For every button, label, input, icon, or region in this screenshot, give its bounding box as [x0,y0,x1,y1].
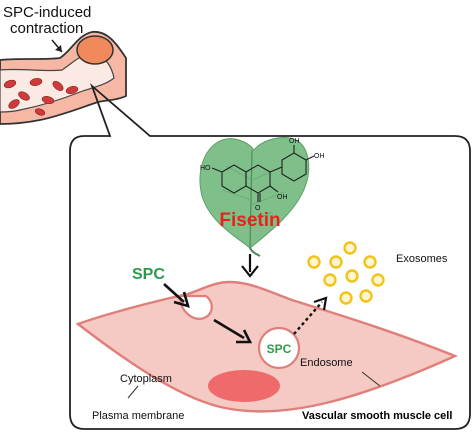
atom-label-oh-right: OH [314,153,325,160]
exocytosis-dotted-arrow [293,301,323,335]
nucleus [208,370,280,402]
blood-vessel-illustration: SPC-induced contraction [0,4,127,125]
spc-entry-arrow [163,283,185,303]
exosome [323,273,337,287]
fisetin-leaf [199,137,310,257]
leaf-stem [249,247,261,257]
fisetin-down-arrowhead [241,265,259,278]
endosome-spc-label: SPC [267,342,292,356]
exosome [371,273,385,287]
atom-label-ho-left: HO [200,165,211,172]
contraction-bulge [76,35,114,65]
fisetin-label: Fisetin [219,210,280,231]
red-blood-cells [3,78,79,116]
leaf-side-veins [221,165,285,223]
callout-frame [69,83,471,430]
cell-name-label: Vascular smooth muscle cell [302,410,452,422]
plasma-membrane-label: Plasma membrane [92,410,184,422]
vessel-label-line2: contraction [10,20,83,37]
spc-entry-arrowhead [173,291,190,308]
exosome [307,255,321,269]
vessel-pointer-arrowhead [55,45,62,52]
leaf-vein [249,149,253,249]
cytoplasm-label: Cytoplasm [120,373,172,385]
atom-label-o-carbonyl: O [255,205,261,212]
exosome [345,269,359,283]
endosome-leader [361,371,381,387]
vessel-label-line1: SPC-induced [3,4,91,21]
fisetin-structure [211,145,315,202]
exosome [343,241,357,255]
cytoplasm-leader [127,385,139,399]
endosome [257,326,301,370]
exosome [339,291,353,305]
exocytosis-arrowhead [313,296,328,311]
atom-label-oh-lower: OH [277,194,288,201]
exosome [363,255,377,269]
exosome [329,255,343,269]
endocytosis-arrow [213,318,245,340]
atom-label-oh-top: OH [289,138,300,145]
exosome [359,289,373,303]
endocytosis-arrowhead [236,329,253,344]
exosomes-label: Exosomes [396,253,448,265]
endosome-label: Endosome [300,357,353,369]
exosomes [307,241,385,305]
spc-label: SPC [132,266,165,283]
